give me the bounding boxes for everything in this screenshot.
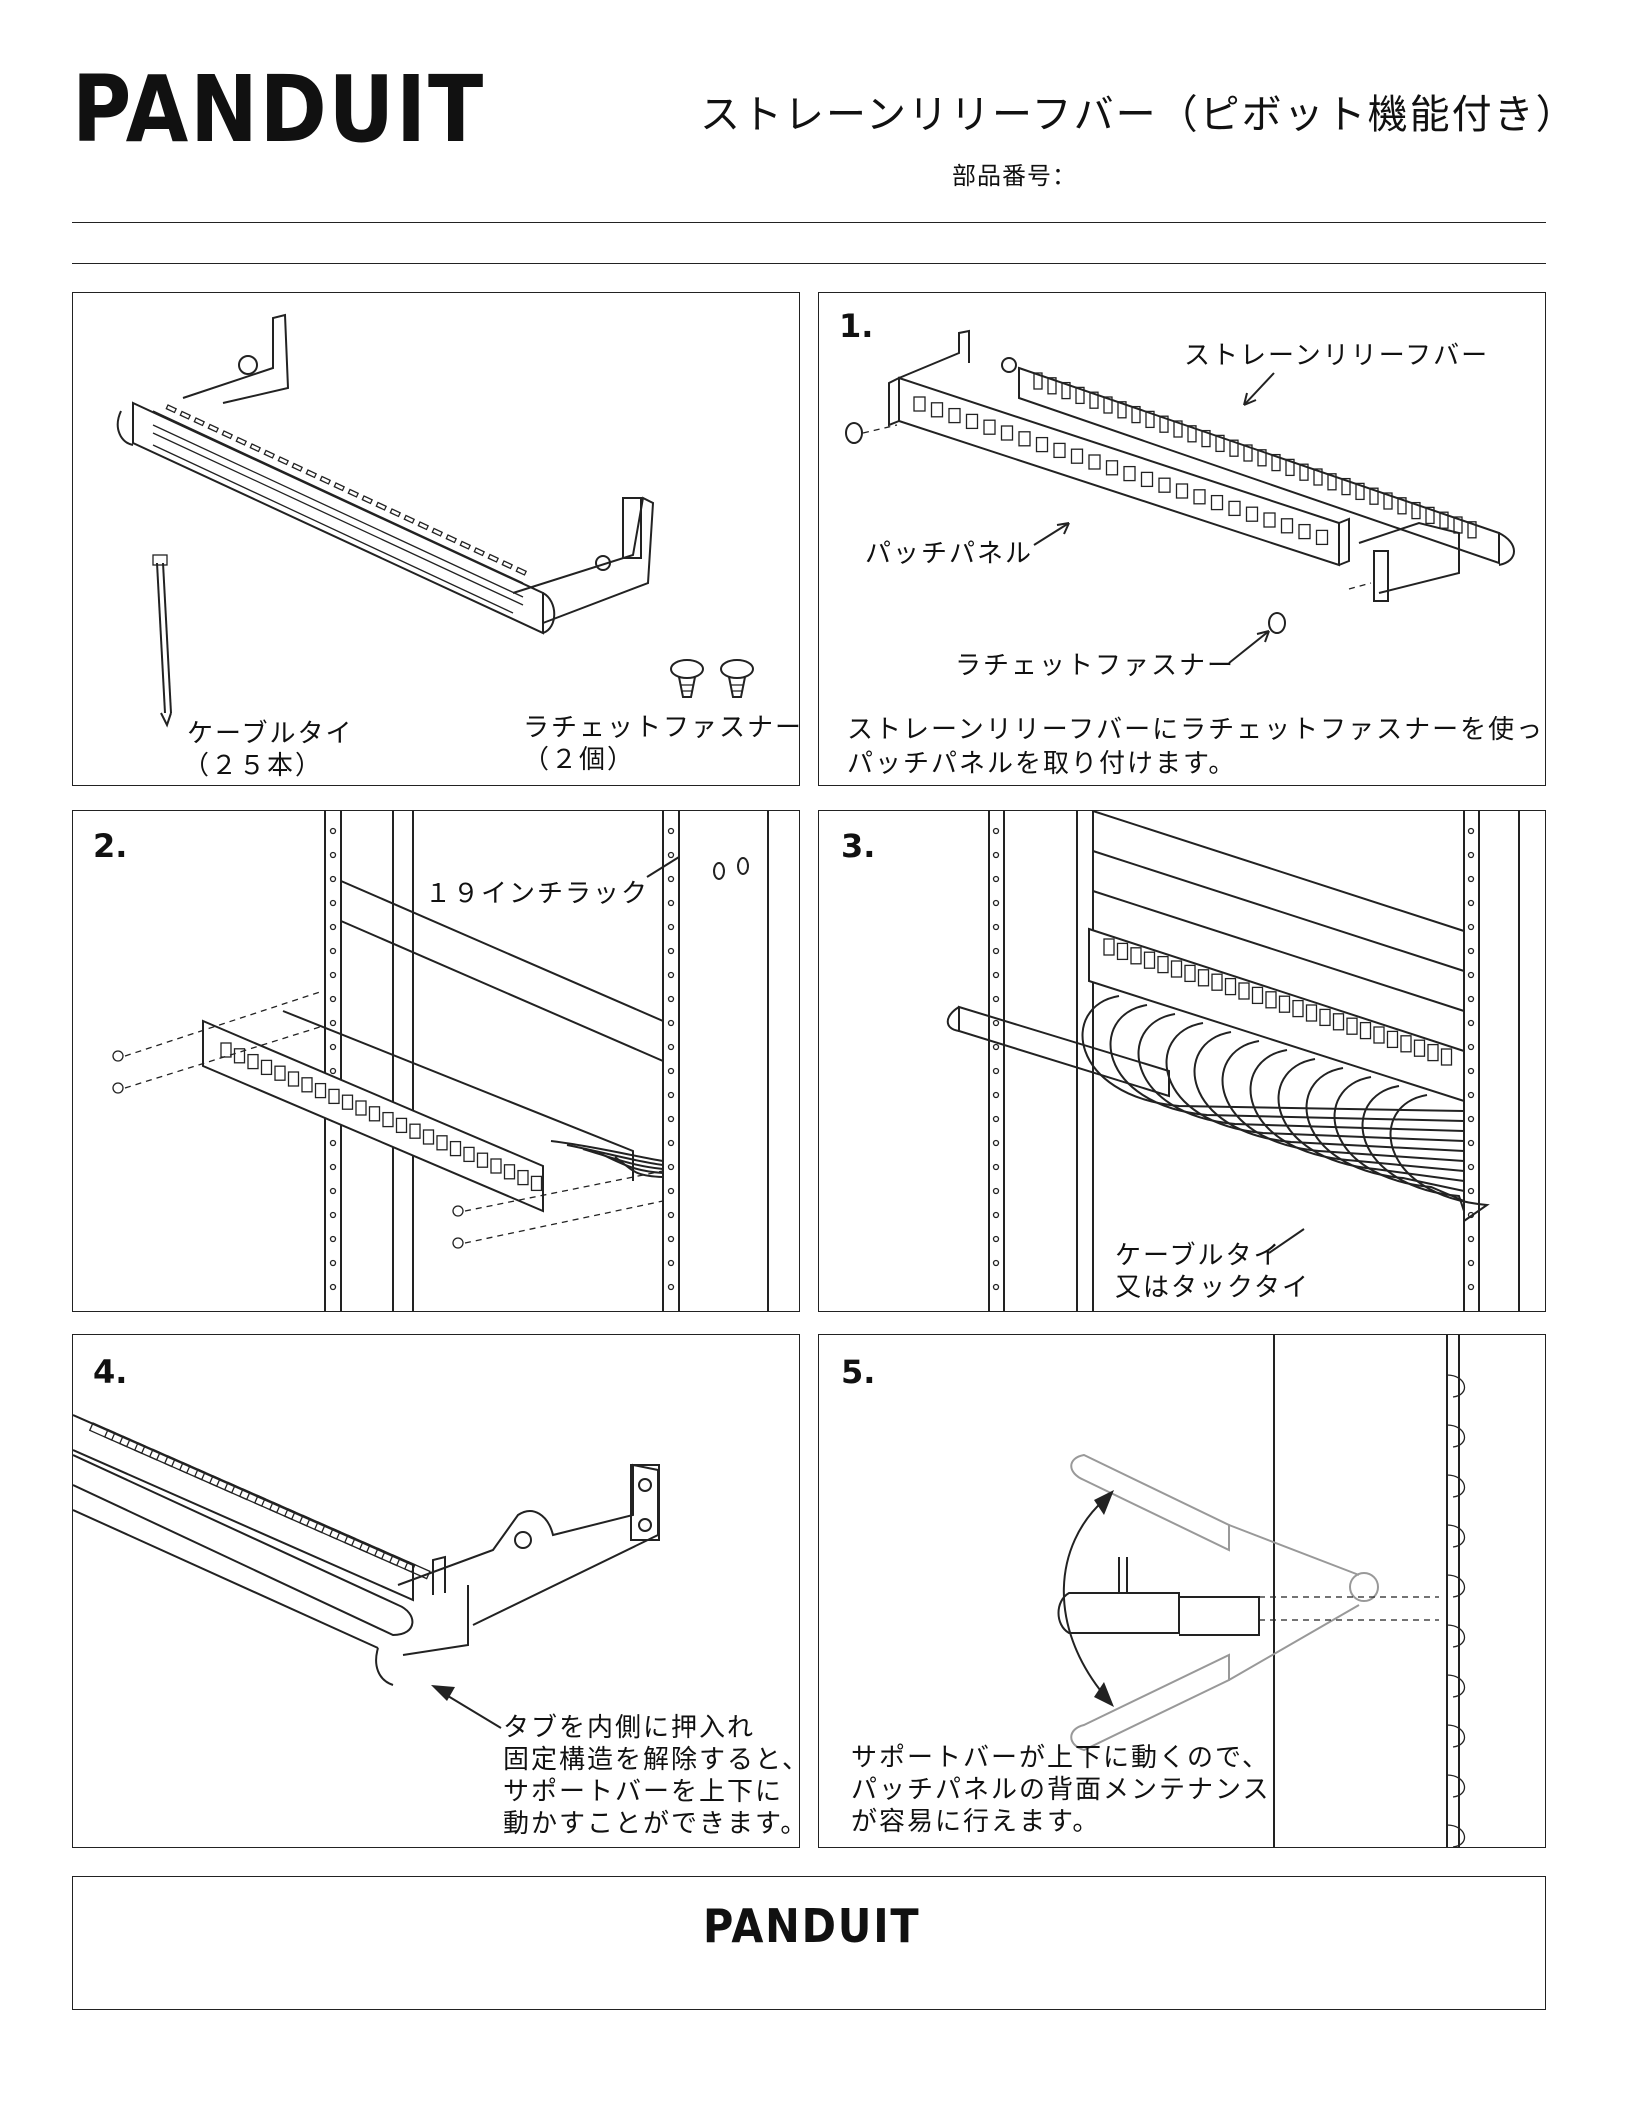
part-number-label: 部品番号： bbox=[952, 156, 1077, 191]
step4-number: 4. bbox=[93, 1353, 127, 1391]
step4-line2: 固定構造を解除すると、 bbox=[503, 1743, 800, 1777]
step5-line2: パッチパネルの背面メンテナンス bbox=[851, 1773, 1270, 1807]
step2-panel: 2. １９インチラック bbox=[72, 810, 800, 1312]
header-rule-top bbox=[72, 222, 1546, 223]
step1-instruction-line2: パッチパネルを取り付けます。 bbox=[847, 747, 1236, 781]
step4-line3: サポートバーを上下に bbox=[503, 1775, 783, 1809]
ratchet-fastener-label: ラチェットファスナー bbox=[955, 649, 1235, 683]
step5-line1: サポートバーが上下に動くので、 bbox=[851, 1741, 1270, 1775]
step2-number: 2. bbox=[93, 827, 127, 865]
step1-instruction-line1: ストレーンリリーフバーにラチェットファスナーを使って bbox=[847, 713, 1546, 747]
strain-relief-bar-label: ストレーンリリーフバー bbox=[1184, 339, 1489, 373]
fastener-label: ラチェットファスナー bbox=[523, 711, 800, 745]
step3-panel: 3. ケーブルタイ 又はタックタイ bbox=[818, 810, 1546, 1312]
step3-number: 3. bbox=[841, 827, 875, 865]
contents-panel: ケーブルタイ （２５本） ラチェットファスナー （２個） bbox=[72, 292, 800, 786]
document-title: ストレーンリリーフバー（ピボット機能付き） bbox=[700, 82, 1578, 140]
cable-tie-quantity: （２５本） bbox=[183, 749, 323, 783]
patch-panel-label: パッチパネル bbox=[865, 537, 1033, 571]
header-rule-bottom bbox=[72, 263, 1546, 264]
step5-panel: 5. サポートバーが上下に動くので、 パッチパネルの背面メンテナンス が容易に行… bbox=[818, 1334, 1546, 1848]
footer-box: PANDUIT bbox=[72, 1876, 1546, 2010]
footer-brand-logo: PANDUIT bbox=[703, 1901, 920, 1951]
step4-panel: 4. タブを内側に押入れ 固定構造を解除すると、 サポートバーを上下に 動かすこ… bbox=[72, 1334, 800, 1848]
rack-label: １９インチラック bbox=[425, 877, 649, 911]
step5-line3: が容易に行えます。 bbox=[851, 1805, 1100, 1839]
step1-panel: 1. ストレーンリリーフバー パッチパネル ラチェットファスナー ストレーンリリ… bbox=[818, 292, 1546, 786]
cable-tie-label-line2: 又はタックタイ bbox=[1115, 1271, 1310, 1305]
cable-tie-label-line1: ケーブルタイ bbox=[1115, 1239, 1281, 1273]
fastener-icon bbox=[671, 660, 753, 697]
fastener-quantity: （２個） bbox=[523, 743, 635, 777]
step1-number: 1. bbox=[839, 307, 873, 345]
brand-logo: PANDUIT bbox=[72, 60, 485, 160]
step4-line4: 動かすことができます。 bbox=[503, 1807, 800, 1841]
step3-illustration bbox=[819, 811, 1546, 1312]
step5-number: 5. bbox=[841, 1353, 875, 1391]
cable-tie-label: ケーブルタイ bbox=[187, 717, 353, 751]
step4-line1: タブを内側に押入れ bbox=[503, 1711, 755, 1745]
